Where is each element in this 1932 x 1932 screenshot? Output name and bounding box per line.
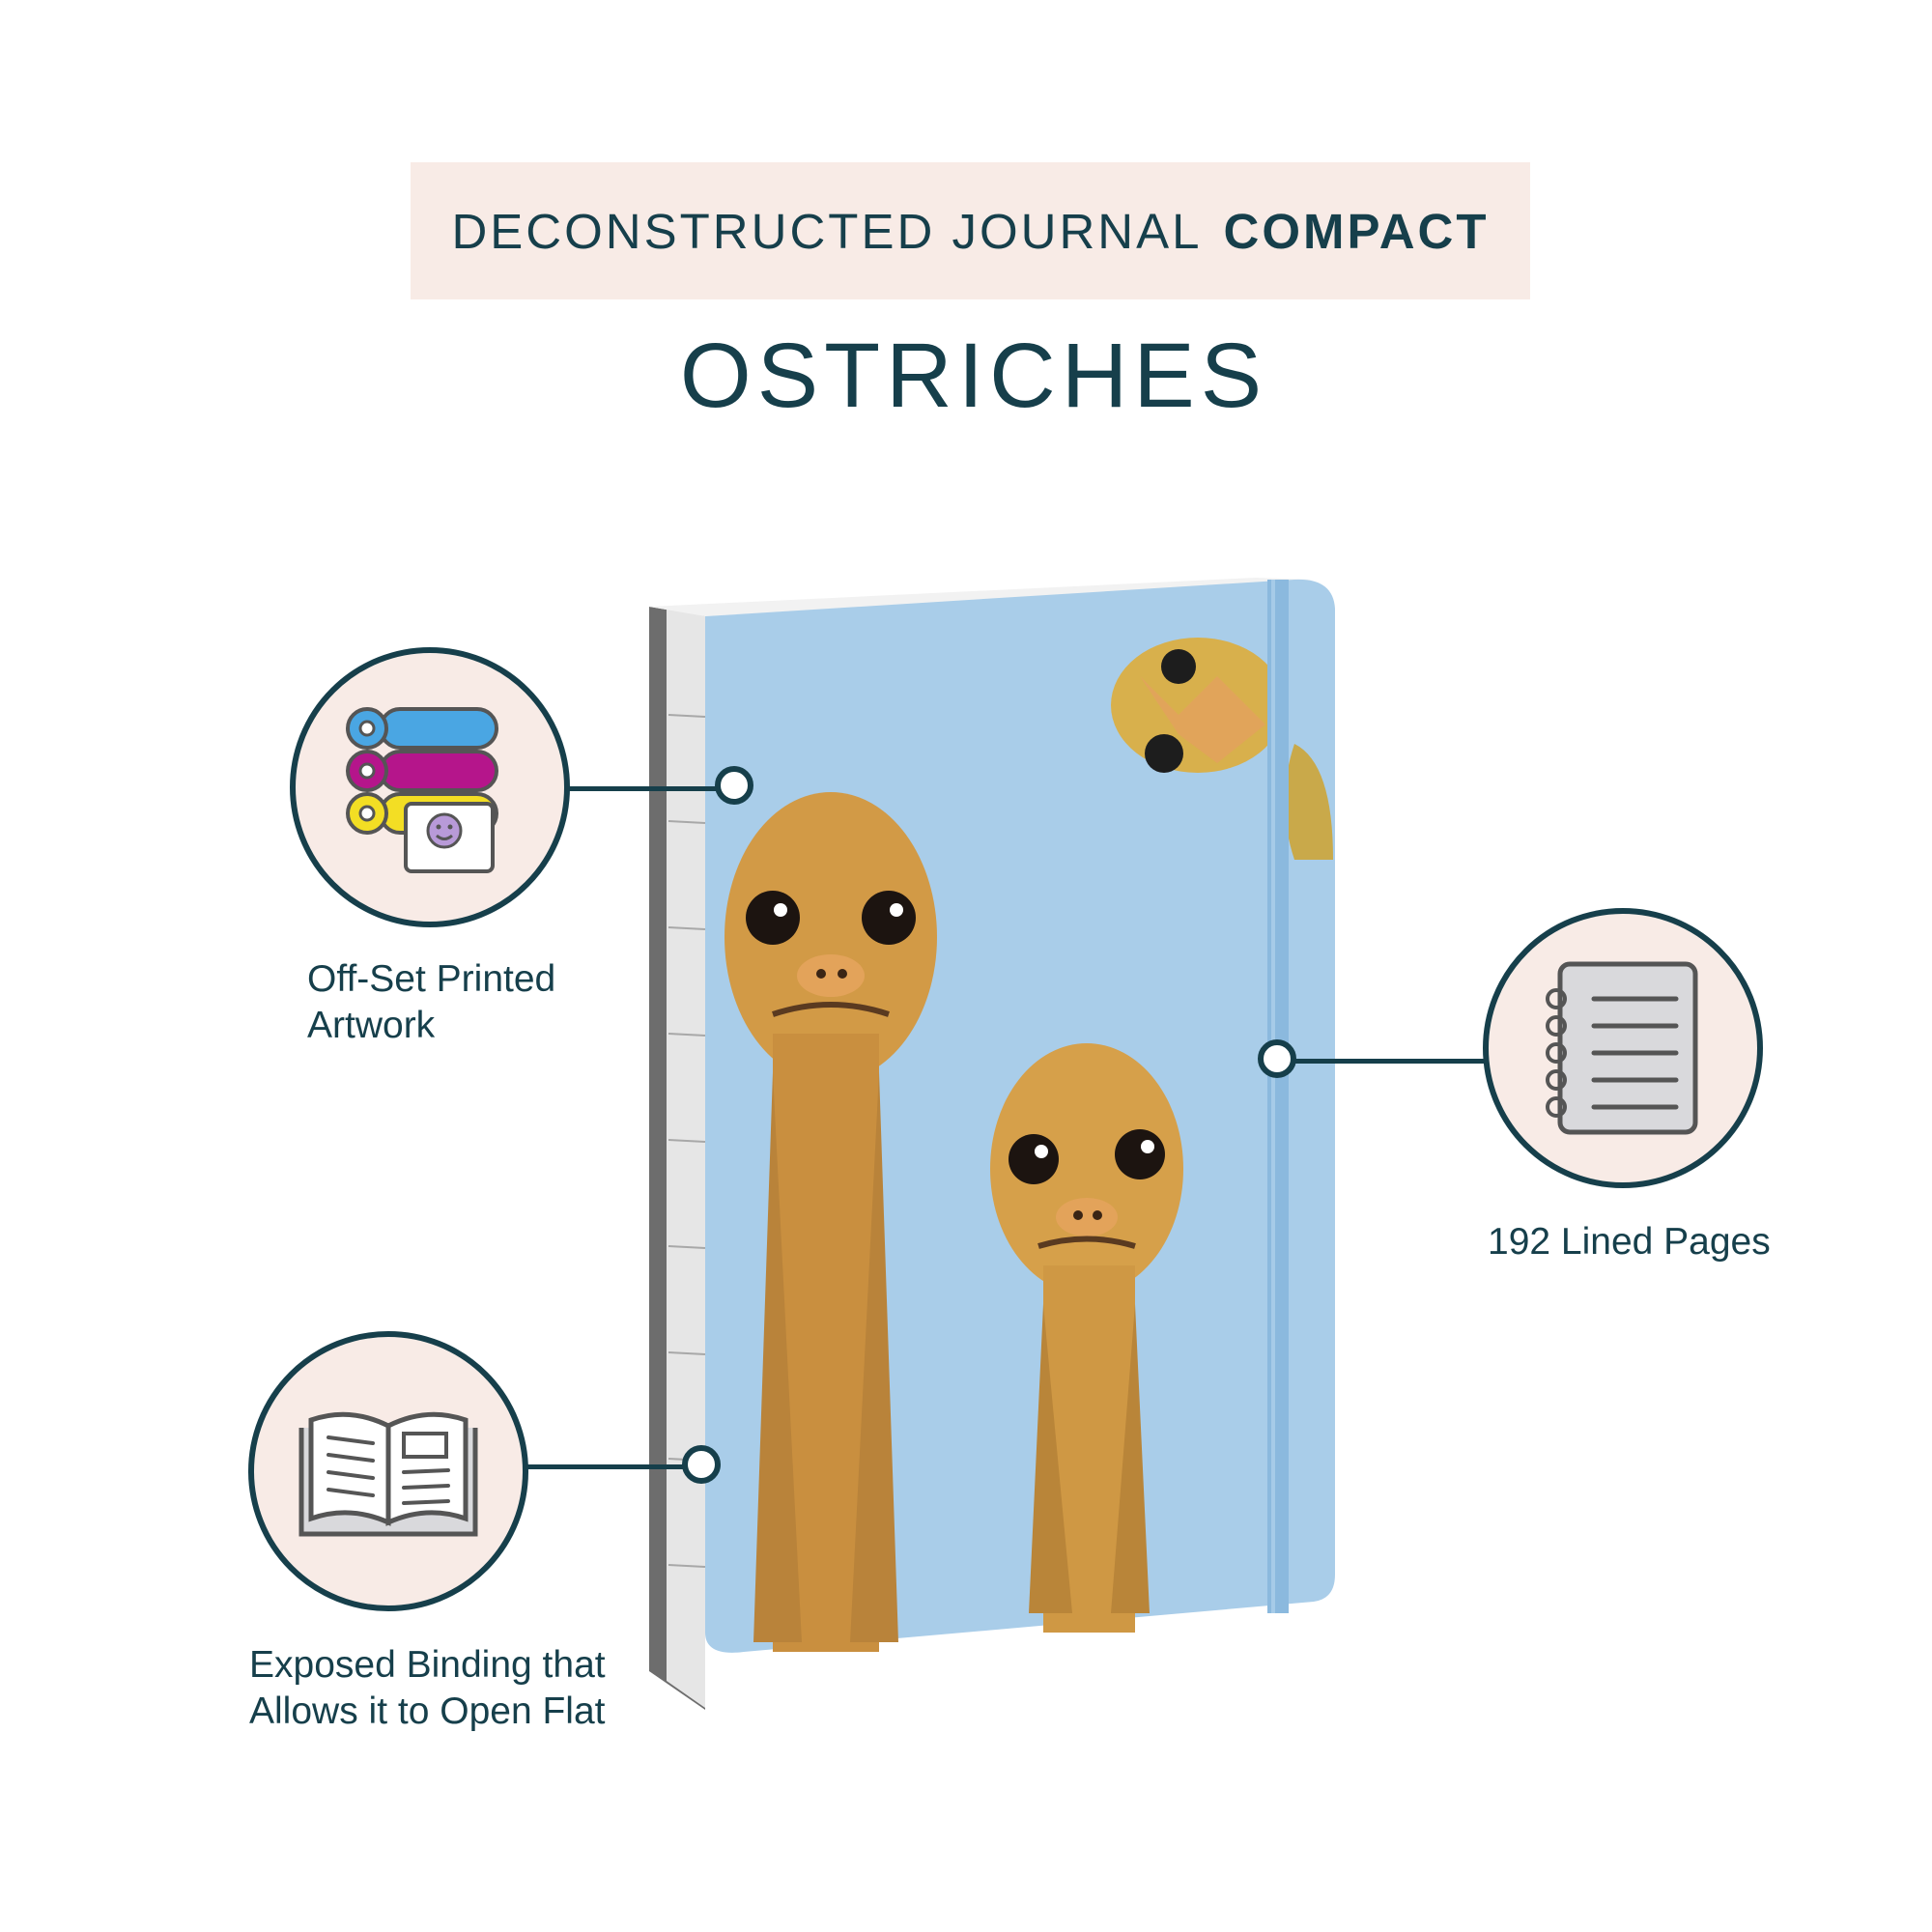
- connector-dot-binding: [682, 1445, 721, 1484]
- feature-circle-binding: [248, 1331, 528, 1611]
- product-title: OSTRICHES: [679, 325, 1268, 427]
- feature-label-printing: Off-Set Printed Artwork: [307, 956, 555, 1049]
- notebook-icon: [1546, 961, 1698, 1135]
- feature-label-binding: Exposed Binding that Allows it to Open F…: [249, 1642, 606, 1735]
- feature-circle-pages: [1483, 908, 1763, 1188]
- journal-illustration: [649, 578, 1335, 1710]
- feature-label-pages-line1: 192 Lined Pages: [1488, 1221, 1771, 1263]
- product-line-banner: DECONSTRUCTED JOURNAL COMPACT: [411, 162, 1530, 299]
- connector-line-pages: [1294, 1059, 1486, 1064]
- feature-label-binding-line2: Allows it to Open Flat: [249, 1690, 606, 1732]
- connector-dot-printing: [715, 766, 753, 805]
- feature-label-pages: 192 Lined Pages: [1488, 1219, 1771, 1265]
- connector-line-printing: [568, 786, 719, 791]
- feature-label-binding-line1: Exposed Binding that: [249, 1644, 606, 1686]
- printer-rolls-icon: [346, 707, 498, 873]
- connector-dot-pages: [1258, 1039, 1296, 1078]
- banner-prefix: DECONSTRUCTED JOURNAL: [451, 203, 1203, 259]
- feature-label-printing-line2: Artwork: [307, 1005, 436, 1046]
- feature-circle-printing: [290, 647, 570, 927]
- feature-label-printing-line1: Off-Set Printed: [307, 958, 556, 1000]
- connector-line-binding: [526, 1464, 684, 1469]
- open-book-icon: [298, 1411, 478, 1537]
- banner-bold: COMPACT: [1223, 203, 1490, 259]
